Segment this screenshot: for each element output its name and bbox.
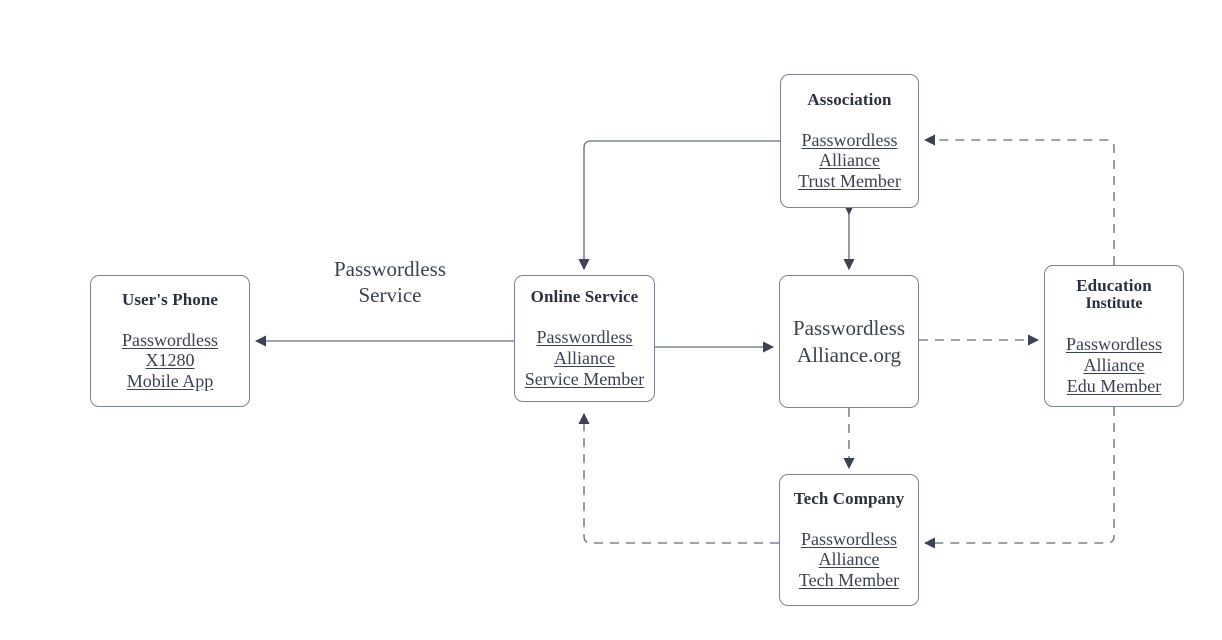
- node-education-institute-title-line2: Institute: [1085, 295, 1143, 313]
- node-education-institute-subtitle: Passwordless Alliance Edu Member: [1065, 333, 1162, 396]
- edge-association-to-online-service: [578, 140, 780, 271]
- edge-education-to-association: [923, 134, 1115, 265]
- node-tech-company-subtitle: Passwordless Alliance Tech Member: [798, 528, 900, 591]
- edge-education-to-tech-company: [923, 407, 1115, 549]
- node-association-subtitle: Passwordless Alliance Trust Member: [798, 129, 901, 192]
- node-online-service-subtitle: Passwordless Alliance Service Member: [524, 327, 645, 389]
- edge-label-line-2: Service: [358, 283, 422, 308]
- node-association[interactable]: Association Passwordless Alliance Trust …: [780, 74, 919, 208]
- node-tech-company[interactable]: Tech Company Passwordless Alliance Tech …: [779, 474, 919, 606]
- node-user-phone[interactable]: User's Phone Passwordless X1280 Mobile A…: [90, 275, 250, 407]
- edge-tech-company-to-online-service: [578, 412, 779, 544]
- node-user-phone-title: User's Phone: [121, 289, 219, 309]
- node-education-institute[interactable]: Education Institute Passwordless Allianc…: [1044, 265, 1184, 407]
- edge-label-line-1: Passwordless: [333, 257, 446, 281]
- node-tech-company-title: Tech Company: [793, 488, 905, 508]
- node-online-service[interactable]: Online Service Passwordless Alliance Ser…: [514, 275, 655, 402]
- node-passwordless-alliance-org[interactable]: Passwordless Alliance.org: [779, 275, 919, 408]
- node-online-service-title: Online Service: [530, 287, 639, 307]
- node-passwordless-alliance-org-label: Passwordless Alliance.org: [792, 316, 905, 367]
- node-education-institute-title: Education: [1076, 275, 1152, 295]
- node-association-title: Association: [807, 89, 892, 109]
- node-user-phone-subtitle: Passwordless X1280 Mobile App: [121, 329, 218, 392]
- edge-label-passwordless-service: Passwordless Service: [295, 256, 485, 309]
